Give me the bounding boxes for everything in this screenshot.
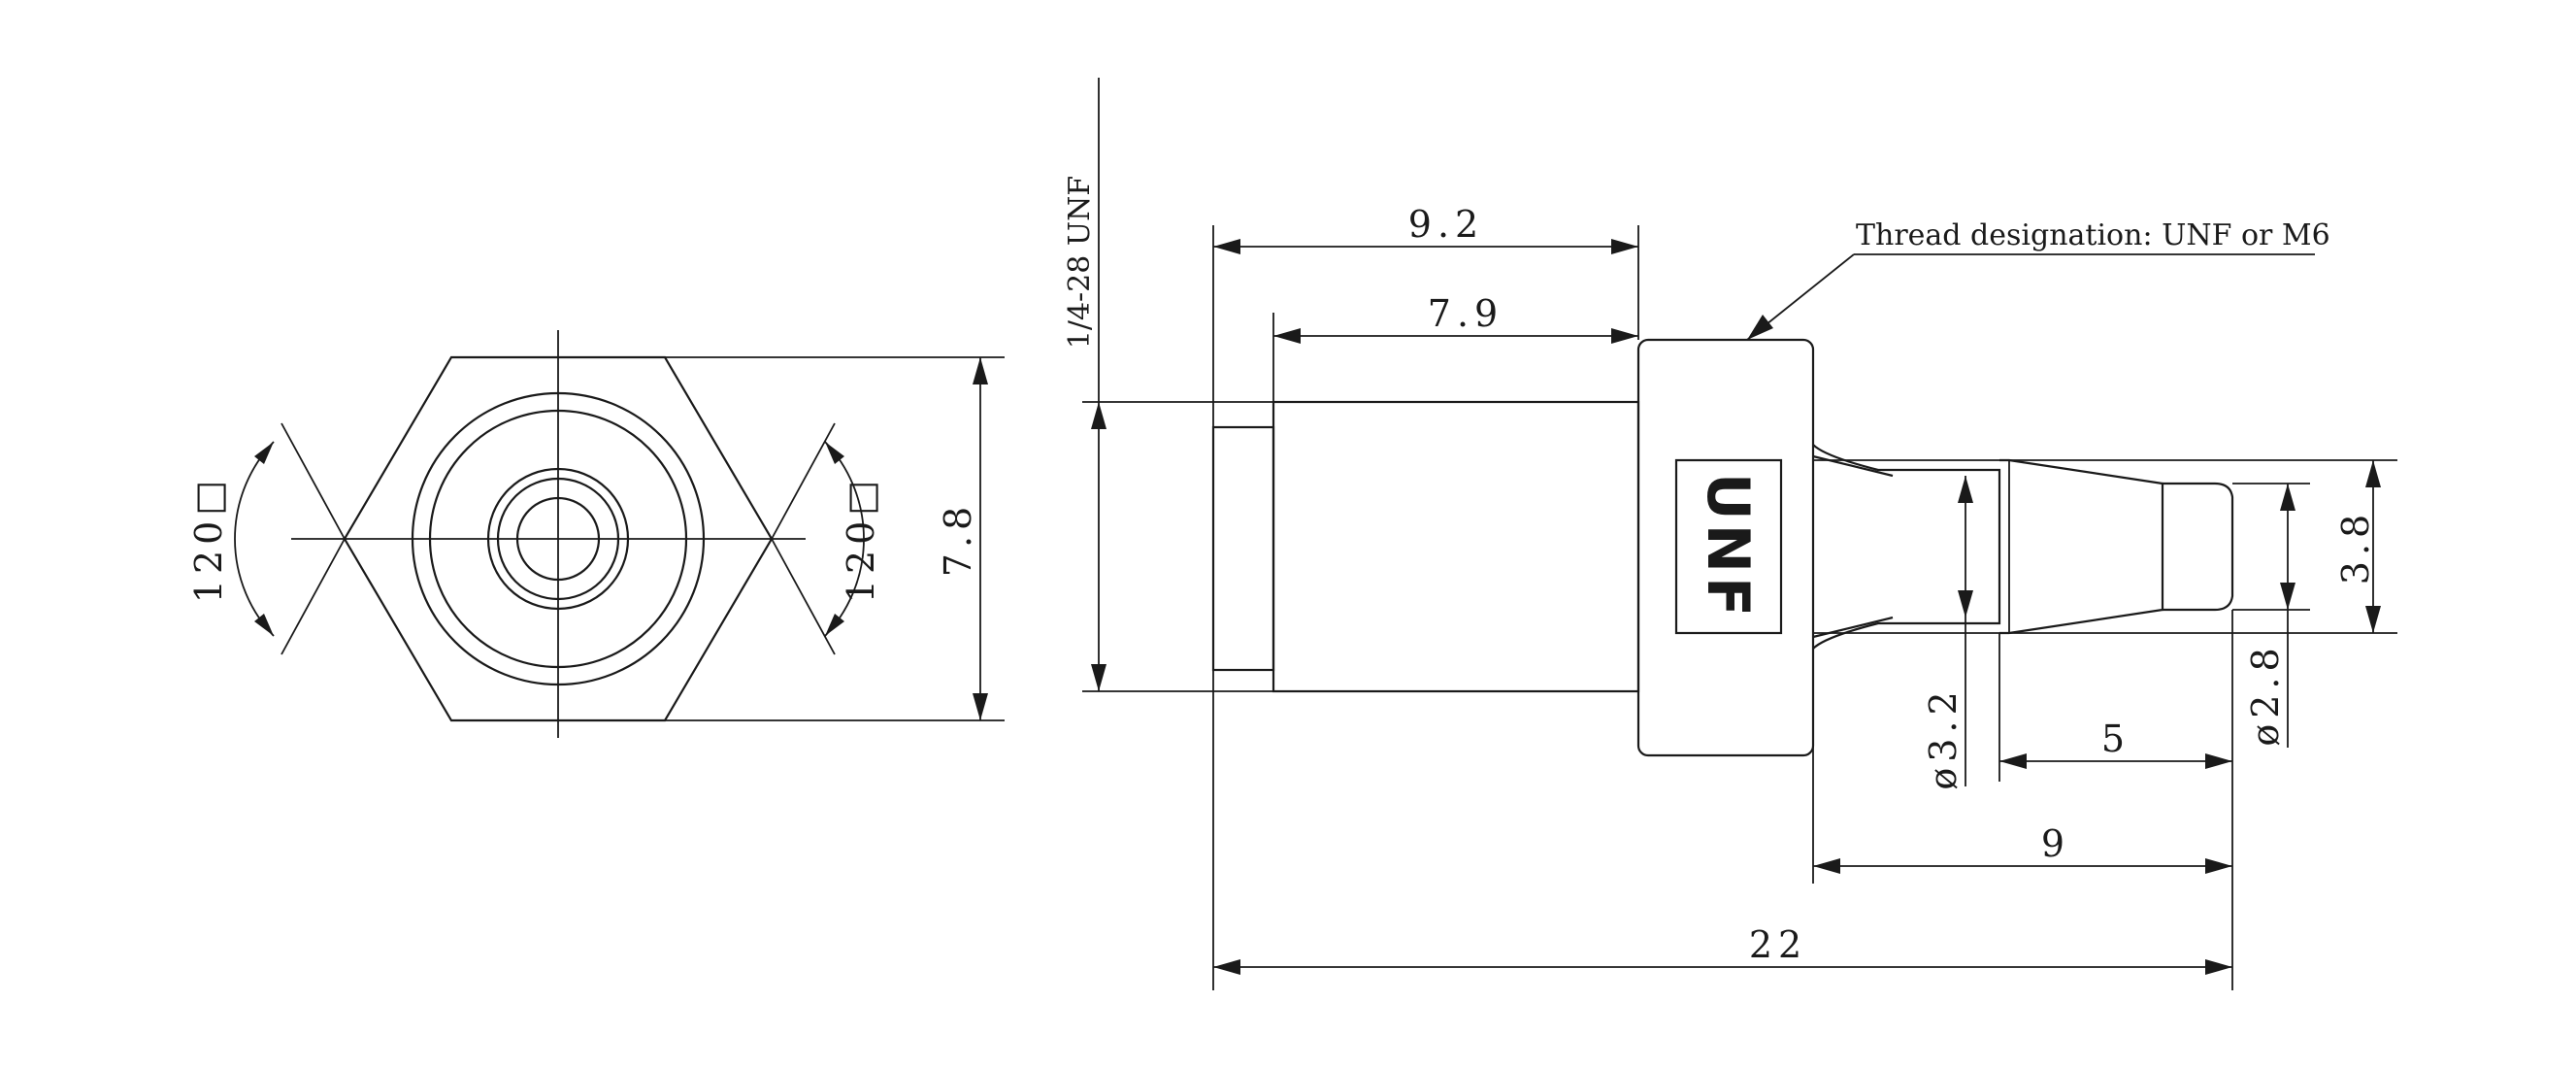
- thread-arrow-bottom: [1091, 664, 1106, 691]
- dim22-arrow-right: [2205, 959, 2232, 975]
- dim79-label: 7.9: [1428, 292, 1503, 335]
- front-view: 120□ 120□ 7.8: [187, 330, 1005, 738]
- dim9-arrow-right: [2205, 858, 2232, 874]
- thread-body: [1271, 400, 1640, 693]
- marking-box: [1674, 458, 1783, 635]
- thread-arrow-top: [1091, 402, 1106, 429]
- dim5-arrow-left: [1999, 753, 2027, 769]
- dim79-arrow-left: [1273, 328, 1301, 344]
- dim9-arrow-left: [1813, 858, 1840, 874]
- angle-right-label: 120□: [840, 475, 882, 603]
- dim92-arrow-right: [1611, 239, 1638, 254]
- barb-line-top: [1812, 454, 1894, 478]
- angle-left-label: 120□: [187, 475, 230, 603]
- thread-note: Thread designation: UNF or M6: [1856, 218, 2330, 252]
- angle-left-arc: [234, 441, 275, 637]
- angle-left-arrow-top: [254, 442, 274, 464]
- note-leader-arrow: [1747, 315, 1773, 340]
- dim22-arrow-left: [1213, 959, 1240, 975]
- dim28-label: ø2.8: [2244, 642, 2287, 746]
- dim28-arrow-top: [2280, 484, 2295, 511]
- hex-body: [1636, 338, 1815, 757]
- angle-left-ext-1: [281, 422, 346, 540]
- thread-spec-label: 1/4-28 UNF: [1063, 176, 1097, 349]
- dim5-arrow-right: [2205, 753, 2232, 769]
- angle-left-ext-2: [281, 538, 346, 655]
- dim92-label: 9.2: [1408, 203, 1484, 246]
- tip-cone: [1999, 458, 2164, 635]
- barb-line-bottom: [1812, 616, 1894, 639]
- tip-nose: [2163, 482, 2234, 612]
- angle-right-ext-2: [771, 538, 836, 655]
- flats-arrow-top: [973, 357, 988, 384]
- thread-end-cap: [1211, 425, 1275, 672]
- dim38-arrow-bottom: [2365, 606, 2381, 633]
- angle-right-arrow-bottom: [825, 614, 844, 636]
- dim79-arrow-right: [1611, 328, 1638, 344]
- dim32-arrow-bottom: [1958, 590, 1973, 618]
- flats-label: 7.8: [937, 501, 979, 577]
- dim32-arrow-top: [1958, 476, 1973, 503]
- dim9-label: 9: [2041, 822, 2070, 865]
- barb-shape: [1812, 444, 2001, 650]
- dim28-arrow-bottom: [2280, 583, 2295, 610]
- dim5-label: 5: [2101, 718, 2130, 760]
- angle-right-arrow-top: [825, 442, 844, 464]
- dim32-label: ø3.2: [1922, 685, 1965, 789]
- angle-right-arc: [824, 441, 865, 637]
- dim38-label: 3.8: [2334, 509, 2377, 585]
- dim38-arrow-top: [2365, 460, 2381, 487]
- marking-text: UNF: [1694, 473, 1762, 620]
- flats-arrow-bottom: [973, 693, 988, 720]
- dim22-label: 22: [1749, 923, 1807, 966]
- side-view: UNF 1/4-28 UNF 9.2 7.9 Thread desi: [1063, 78, 2397, 990]
- angle-right-ext-1: [771, 422, 836, 540]
- angle-left-arrow-bottom: [254, 614, 274, 636]
- dim92-arrow-left: [1213, 239, 1240, 254]
